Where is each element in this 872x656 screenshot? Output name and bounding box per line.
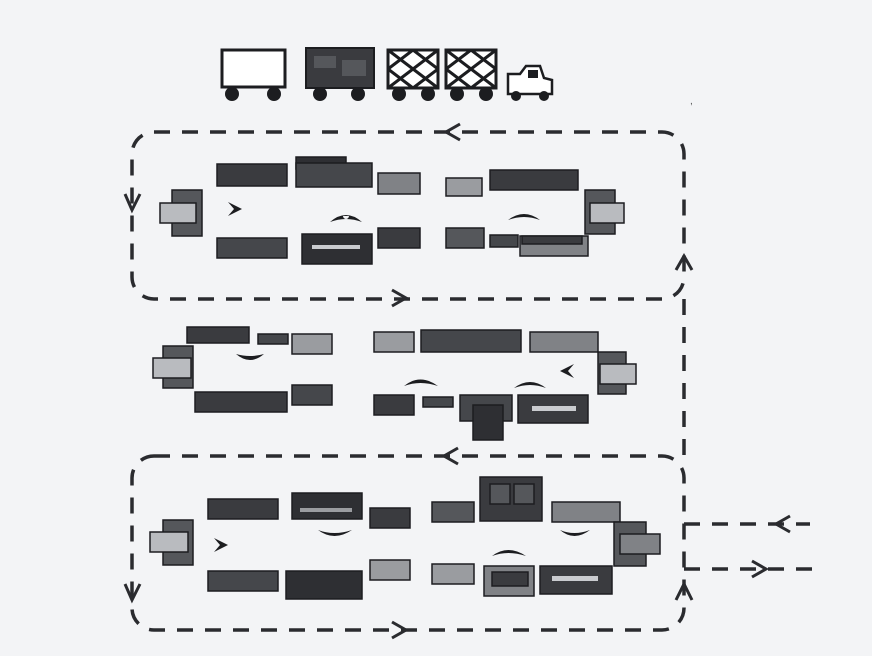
machine-block <box>420 329 522 353</box>
machine-block <box>373 394 415 416</box>
machine-block <box>431 563 475 585</box>
operator-icon <box>560 530 590 536</box>
machine-block <box>491 571 529 587</box>
machine-block <box>377 227 421 249</box>
machine-block <box>373 331 415 353</box>
machine-block <box>422 396 454 408</box>
machine-block <box>291 384 333 406</box>
machine-block <box>285 570 363 600</box>
tractor-icon <box>506 64 554 101</box>
operator-icon <box>318 530 352 536</box>
arrow-up-icon <box>674 580 694 601</box>
arrow-right-icon <box>751 559 770 579</box>
operator-icon <box>214 538 228 552</box>
mesh-cage-car-icon <box>386 48 440 101</box>
machine-block <box>291 333 333 355</box>
machine-block <box>529 331 599 353</box>
operator-icon <box>560 364 574 378</box>
operators <box>214 202 590 556</box>
machine-block <box>521 235 583 245</box>
machine-block <box>513 483 535 505</box>
arrow-down-icon <box>123 583 142 604</box>
machine-bar <box>532 406 576 411</box>
machine-block <box>152 357 192 379</box>
operator-icon <box>514 382 546 388</box>
lower-workstations <box>149 476 661 600</box>
arrow-left-icon <box>440 446 459 466</box>
operator-icon <box>404 379 438 386</box>
machine-block <box>551 501 621 523</box>
operator-icon <box>508 214 540 220</box>
operator-icon <box>236 354 264 360</box>
loaded-container-car-icon <box>305 47 375 101</box>
machine-block <box>369 507 411 529</box>
machine-block <box>489 234 519 248</box>
machine-bar <box>312 245 360 249</box>
arrow-left-icon <box>442 122 461 142</box>
machine-block <box>207 498 279 520</box>
machine-block <box>369 559 411 581</box>
arrow-left-icon <box>772 514 791 534</box>
machine-block <box>186 326 250 344</box>
machine-bar <box>552 576 598 581</box>
stray-mark: , <box>690 96 693 107</box>
arrow-right-icon <box>391 620 410 640</box>
machine-block <box>489 169 579 191</box>
machine-block <box>619 533 661 555</box>
upper-loop-path <box>130 130 686 301</box>
machine-block <box>257 333 289 345</box>
machine-block <box>207 570 279 592</box>
tow-train: , <box>220 47 693 107</box>
machine-block <box>472 404 504 441</box>
direction-arrows <box>123 122 791 640</box>
machine-block <box>216 163 288 187</box>
middle-workstations <box>152 326 637 441</box>
machine-block <box>194 391 288 413</box>
operator-icon <box>492 550 526 556</box>
machine-block <box>445 227 485 249</box>
machine-block <box>216 237 288 259</box>
operator-icon <box>330 215 362 222</box>
machine-block <box>589 202 625 224</box>
machine-block <box>431 501 475 523</box>
empty-flatcar-icon <box>220 48 287 101</box>
machine-bar <box>300 508 352 512</box>
machine-block <box>291 492 363 520</box>
machine-block <box>599 363 637 385</box>
machine-block <box>377 172 421 195</box>
machine-block <box>295 162 373 188</box>
machine-block <box>445 177 483 197</box>
arrow-down-icon <box>123 193 142 214</box>
machine-block <box>489 483 511 505</box>
upper-workstations <box>159 156 625 265</box>
arrow-up-icon <box>674 252 694 271</box>
machine-block <box>159 202 197 224</box>
machine-block <box>149 531 189 553</box>
operator-icon <box>228 202 242 216</box>
mesh-cage-car-icon <box>444 48 498 101</box>
arrow-right-icon <box>391 288 410 308</box>
